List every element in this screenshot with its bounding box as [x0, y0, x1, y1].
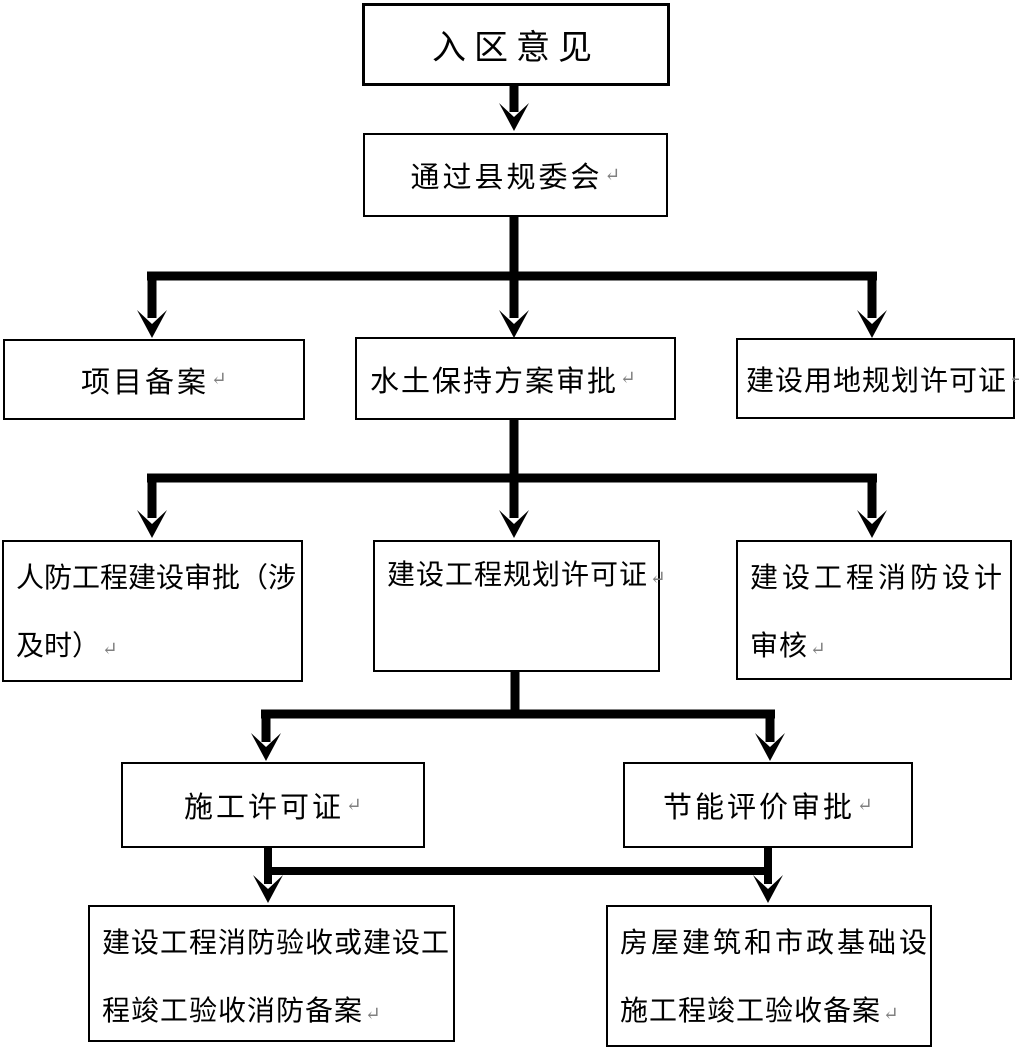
node-label: 项目备案	[81, 366, 210, 399]
node-soil-water-plan-approval: 水土保持方案审批↵	[355, 337, 676, 420]
node-fire-acceptance-filing: 建设工程消防验收或建设工 程竣工验收消防备案↵	[88, 905, 455, 1042]
arrowhead-icon	[137, 310, 167, 338]
paragraph-return-mark: ↵	[620, 368, 636, 389]
node-county-planning-committee: 通过县规委会↵	[363, 133, 668, 217]
node-label-line: 施工程竣工验收备案↵	[620, 996, 899, 1027]
node-label-line: 房屋建筑和市政基础设	[620, 928, 931, 959]
paragraph-return-mark: ↵	[365, 1004, 381, 1025]
node-label: 通过县规委会	[410, 162, 603, 194]
node-energy-evaluation-approval: 节能评价审批↵	[623, 762, 913, 848]
arrowhead-icon	[499, 310, 529, 338]
node-label: 施工许可证	[184, 792, 345, 824]
connector-planningpermit-to-row4	[251, 670, 785, 761]
connector-soilwater-to-row3	[137, 418, 887, 538]
node-land-planning-permit: 建设用地规划许可证↵	[736, 338, 1019, 419]
arrowhead-icon	[251, 733, 281, 761]
node-label-line: 审核↵	[750, 631, 826, 662]
node-civil-defense-approval: 人防工程建设审批（涉 及时）↵	[2, 540, 303, 682]
paragraph-return-mark: ↵	[346, 794, 362, 816]
node-label: 水土保持方案审批	[370, 365, 619, 398]
node-label: 建设用地规划许可证	[746, 365, 1008, 397]
arrowhead-icon	[857, 310, 887, 338]
arrowhead-icon	[857, 510, 887, 538]
connector-row4-to-row5	[253, 846, 783, 903]
node-fire-design-review: 建设工程消防设计 审核↵	[736, 540, 1012, 680]
node-label-line: 建设工程规划许可证↵	[387, 560, 666, 591]
paragraph-return-mark: ↵	[604, 164, 621, 186]
node-label-line: 人防工程建设审批（涉	[16, 563, 297, 594]
paragraph-return-mark: ↵	[650, 568, 666, 589]
paragraph-return-mark: ↵	[1009, 368, 1019, 389]
arrowhead-icon	[499, 103, 529, 131]
node-label-line: 建设工程消防设计	[750, 563, 1007, 594]
node-label-line: 程竣工验收消防备案↵	[102, 996, 381, 1027]
node-construction-permit: 施工许可证↵	[121, 762, 425, 848]
node-label-line: 及时）↵	[16, 631, 118, 662]
paragraph-return-mark: ↵	[102, 639, 118, 660]
arrowhead-icon	[755, 733, 785, 761]
node-label: 入区意见	[432, 30, 600, 67]
paragraph-return-mark: ↵	[211, 369, 227, 390]
arrowhead-icon	[137, 510, 167, 538]
arrowhead-icon	[253, 875, 283, 903]
node-label-line: 建设工程消防验收或建设工	[102, 928, 451, 959]
node-project-filing: 项目备案↵	[3, 339, 305, 420]
node-label: 节能评价审批	[663, 792, 856, 824]
node-construction-planning-permit: 建设工程规划许可证↵	[373, 540, 666, 672]
paragraph-return-mark: ↵	[883, 1004, 899, 1025]
arrowhead-icon	[753, 875, 783, 903]
arrowhead-icon	[499, 510, 529, 538]
node-completion-acceptance-filing: 房屋建筑和市政基础设 施工程竣工验收备案↵	[606, 905, 932, 1047]
node-entry-opinion: 入区意见	[362, 3, 670, 86]
arrow-entry-to-committee	[499, 84, 529, 131]
connector-committee-to-row2	[137, 215, 887, 338]
paragraph-return-mark: ↵	[810, 639, 826, 660]
paragraph-return-mark: ↵	[857, 794, 873, 816]
